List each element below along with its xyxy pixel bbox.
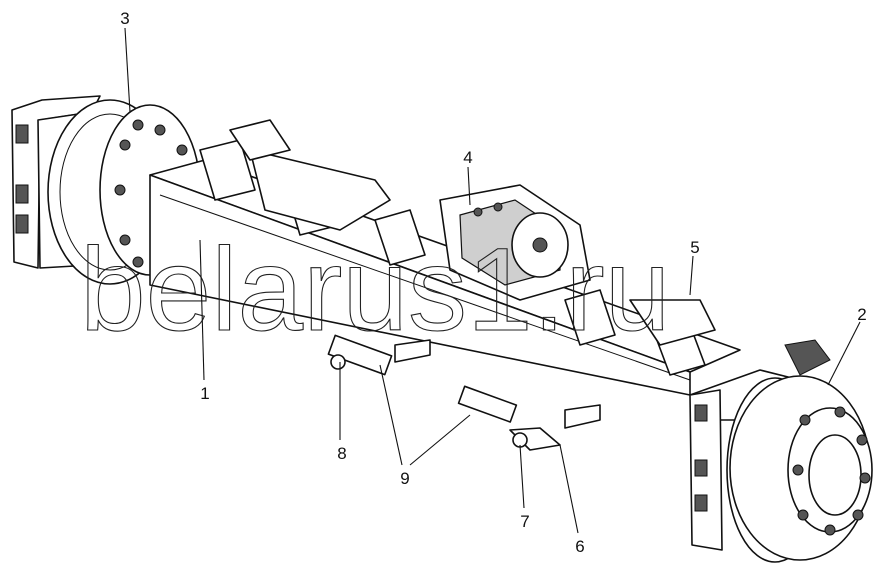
callout-4: 4 <box>463 148 472 167</box>
callout-5: 5 <box>690 238 699 257</box>
central-gearbox-4 <box>439 184 591 301</box>
callout-7: 7 <box>520 512 529 531</box>
callout-9: 9 <box>400 469 409 488</box>
right-final-drive-2 <box>689 339 873 563</box>
callout-1: 1 <box>200 384 209 403</box>
beam-brackets <box>199 119 716 376</box>
callout-3: 3 <box>120 9 129 28</box>
leader-lines <box>124 27 861 534</box>
callout-8: 8 <box>337 444 346 463</box>
callout-2: 2 <box>857 305 866 324</box>
lower-linkage-parts <box>327 334 601 451</box>
watermark: belarus1.ru <box>80 224 670 356</box>
callout-6: 6 <box>575 537 584 556</box>
